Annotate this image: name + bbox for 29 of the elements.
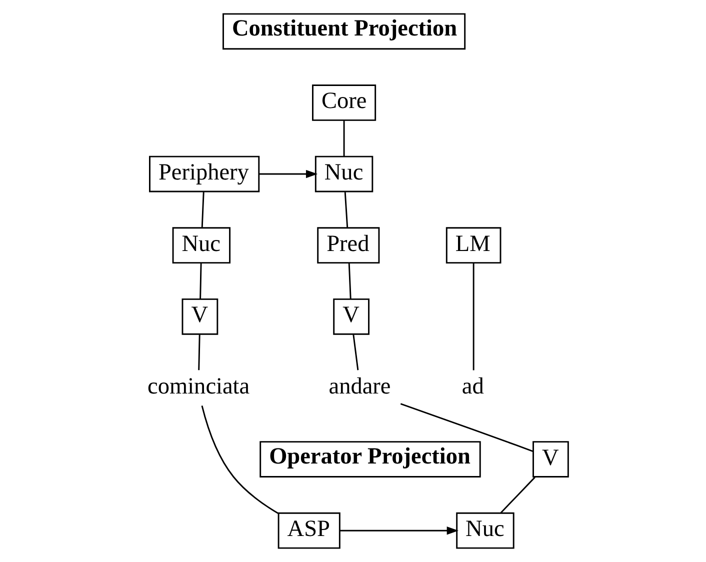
connector (352, 334, 358, 370)
connector (199, 263, 202, 299)
node-box: Nuc (456, 512, 514, 549)
node-text: cominciata (147, 374, 250, 400)
connector (200, 192, 204, 228)
connector (472, 262, 474, 370)
node-box: LM (445, 227, 501, 264)
node-box: V (532, 441, 568, 478)
node-box: Pred (316, 227, 380, 264)
node-text: andare (328, 374, 390, 400)
node-box: Nuc (314, 156, 373, 192)
node-box: Nuc (172, 227, 230, 264)
node-text: ad (461, 374, 484, 400)
arrow (258, 170, 318, 178)
node-box: Operator Projection (259, 441, 480, 478)
connector (348, 263, 351, 299)
connector (344, 192, 348, 228)
node-box: V (181, 298, 218, 335)
connector (500, 476, 535, 514)
connector (200, 406, 278, 514)
connector (342, 120, 344, 156)
node-box: Core (312, 84, 376, 121)
arrow (340, 526, 458, 535)
node-box: V (332, 298, 369, 335)
node-box: ASP (277, 512, 340, 549)
connector (198, 334, 200, 370)
node-box: Constituent Projection (222, 13, 466, 50)
node-box: Periphery (148, 156, 260, 192)
connector (400, 403, 533, 452)
